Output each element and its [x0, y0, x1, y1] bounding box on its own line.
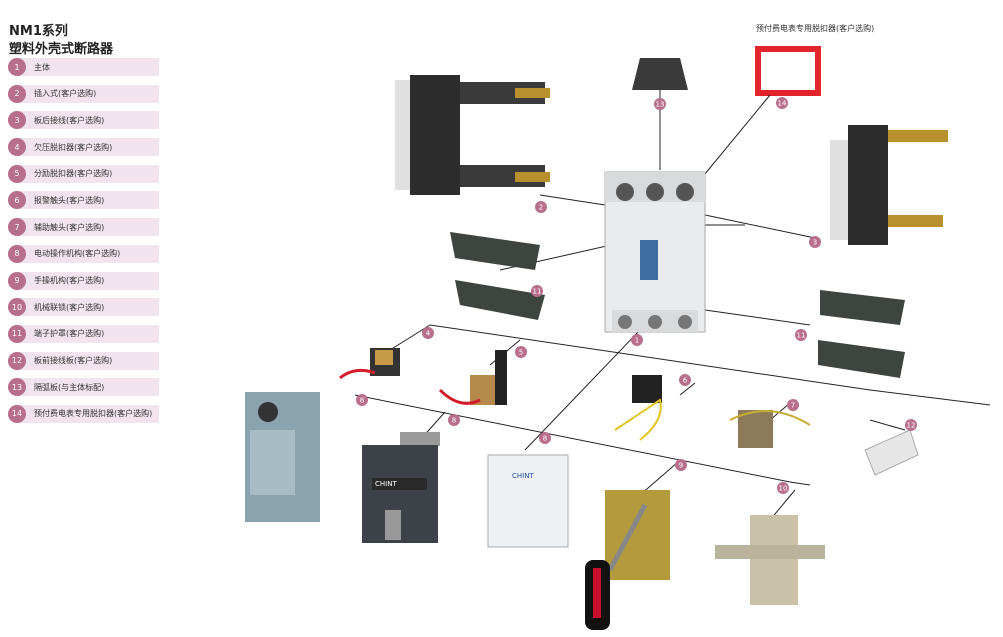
legend-label: 板前接线板(客户选购): [34, 356, 113, 366]
brand-label-2: CHINT: [512, 472, 534, 480]
product-title: 塑料外壳式断路器: [9, 42, 114, 57]
brand-label: CHINT: [375, 480, 397, 488]
rotary-handle: [585, 490, 670, 630]
legend-item: 1 主体: [8, 58, 159, 76]
legend-label: 欠压脱扣器(客户选购): [34, 142, 113, 152]
callout-number: 6: [683, 377, 688, 385]
callout-number: 11: [533, 288, 542, 296]
callout-number: 7: [791, 402, 795, 410]
parts-legend: 1 主体 2 插入式(客户选购) 3 板后接线(客户选购) 4 欠压脱扣器(客户选购) 5 分励脱…: [8, 58, 159, 432]
prepaid-trip-note: 预付费电表专用脱扣器(客户选购): [756, 24, 875, 33]
callout-number: 8: [543, 435, 547, 443]
callout-number: 3: [813, 239, 817, 247]
callout-badge: 9: [675, 459, 687, 471]
legend-number-badge: 3: [8, 111, 26, 130]
legend-item: 5 分励脱扣器(客户选购): [8, 164, 159, 183]
legend-label: 电动操作机构(客户选购): [34, 249, 121, 259]
legend-label: 预付费电表专用脱扣器(客户选购): [34, 409, 153, 419]
callout-number: 14: [778, 100, 787, 108]
callout-badge: 1: [631, 334, 643, 346]
legend-number-badge: 7: [8, 218, 26, 237]
legend-item: 13 隔弧板(与主体标配): [8, 378, 159, 397]
mechanical-interlock: [715, 515, 825, 605]
legend-label: 插入式(客户选购): [34, 89, 97, 99]
auxiliary-contact: [729, 410, 811, 448]
legend-number-badge: 6: [8, 191, 26, 210]
legend-item: 7 辅助触头(客户选购): [8, 218, 159, 237]
callout-badge: 6: [679, 374, 691, 386]
legend-item: 6 报警触头(客户选购): [8, 191, 159, 210]
callout-number: 1: [635, 337, 639, 345]
prepaid-trip-placeholder-highlight: [755, 46, 821, 96]
plug-in-base: [395, 75, 550, 195]
legend-label: 分励脱扣器(客户选购): [34, 169, 113, 179]
legend-label: 端子护罩(客户选购): [34, 329, 105, 339]
front-connection-plate: [864, 429, 919, 476]
legend-item: 14 预付费电表专用脱扣器(客户选购): [8, 404, 159, 423]
callout-number: 11: [797, 332, 806, 340]
legend-number-badge: 9: [8, 271, 26, 290]
legend-number-badge: 14: [8, 404, 26, 423]
callout-badge: 8: [356, 394, 368, 406]
legend-item: 11 端子护罩(客户选购): [8, 324, 159, 343]
main-breaker-body: [604, 171, 706, 333]
callout-number: 8: [452, 417, 456, 425]
callout-badge: 2: [535, 201, 547, 213]
legend-label: 隔弧板(与主体标配): [34, 382, 105, 392]
callout-badge: 11: [531, 285, 543, 297]
legend-item: 8 电动操作机构(客户选购): [8, 244, 159, 263]
legend-number-badge: 1: [8, 58, 26, 76]
alarm-contact: [614, 375, 662, 441]
legend-label: 机械联锁(客户选购): [34, 302, 105, 312]
callout-number: 10: [779, 485, 788, 493]
callout-badge: 8: [539, 432, 551, 444]
legend-label: 报警触头(客户选购): [34, 195, 105, 205]
legend-number-badge: 4: [8, 138, 26, 157]
callout-number: 12: [907, 422, 916, 430]
legend-number-badge: 2: [8, 84, 26, 103]
legend-item: 9 手操机构(客户选购): [8, 271, 159, 290]
legend-number-badge: 12: [8, 351, 26, 370]
callout-badge: 5: [515, 346, 527, 358]
legend-number-badge: 8: [8, 244, 26, 263]
legend-item: 4 欠压脱扣器(客户选购): [8, 138, 159, 157]
callout-badge: 7: [787, 399, 799, 411]
callout-number: 9: [679, 462, 683, 470]
callout-number: 4: [426, 330, 431, 338]
motor-operator-3: CHINT: [487, 454, 569, 548]
arc-barrier: [632, 58, 688, 90]
callout-badge: 4: [422, 327, 434, 339]
legend-number-badge: 11: [8, 324, 26, 343]
legend-item: 2 插入式(客户选购): [8, 84, 159, 103]
legend-label: 主体: [34, 62, 50, 72]
undervoltage-release: [339, 348, 400, 380]
shunt-release: [438, 350, 507, 405]
callout-number: 2: [539, 204, 543, 212]
callout-badge: 14: [776, 97, 788, 109]
callout-badge: 10: [777, 482, 789, 494]
callout-badge: 12: [905, 419, 917, 431]
callout-number: 5: [519, 349, 523, 357]
rear-connection-kit: [830, 125, 948, 245]
terminal-covers: [450, 232, 905, 378]
callout-badge: 13: [654, 98, 666, 110]
motor-operator-1: [245, 392, 320, 522]
legend-label: 辅助触头(客户选购): [34, 222, 105, 232]
callout-badge: 11: [795, 329, 807, 341]
callout-number: 13: [656, 101, 665, 109]
legend-label: 板后接线(客户选购): [34, 115, 105, 125]
callout-badge: 3: [809, 236, 821, 248]
callout-number: 8: [360, 397, 364, 405]
legend-item: 3 板后接线(客户选购): [8, 111, 159, 130]
legend-number-badge: 13: [8, 378, 26, 397]
motor-operator-2: CHINT: [362, 432, 440, 543]
callout-badge: 8: [448, 414, 460, 426]
legend-label: 手操机构(客户选购): [34, 276, 105, 285]
legend-number-badge: 5: [8, 164, 26, 183]
legend-number-badge: 10: [8, 298, 26, 317]
legend-item: 12 板前接线板(客户选购): [8, 351, 159, 370]
legend-item: 10 机械联锁(客户选购): [8, 298, 159, 317]
series-title: NM1系列: [9, 24, 68, 39]
